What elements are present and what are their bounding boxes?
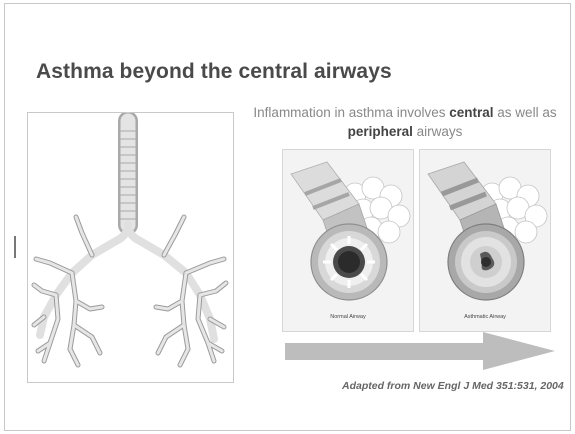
normal-airway-panel: Normal Airway [282,149,414,332]
citation-text: Adapted from New Engl J Med 351:531, 200… [342,380,564,392]
subtitle-emphasis-central: central [449,105,493,120]
bronchial-tree-illustration [28,113,235,384]
asthmatic-airway-panel: Asthmatic Airway [419,149,551,332]
normal-airway-illustration [283,150,415,333]
right-arrow-shape [285,332,557,372]
slide-title: Asthma beyond the central airways [36,60,392,84]
normal-airway-caption: Normal Airway [283,314,413,320]
asthmatic-airway-illustration [420,150,552,333]
subtitle-text-1: Inflammation in asthma involves [253,105,449,120]
subtitle-text-2: as well as [494,105,557,120]
bronchial-tree-panel [27,112,234,383]
slide-subtitle: Inflammation in asthma involves central … [246,103,564,141]
asthmatic-airway-caption: Asthmatic Airway [420,314,550,320]
subtitle-text-3: airways [413,124,463,139]
slide-edge-mark [14,236,16,258]
subtitle-emphasis-peripheral: peripheral [348,124,413,139]
